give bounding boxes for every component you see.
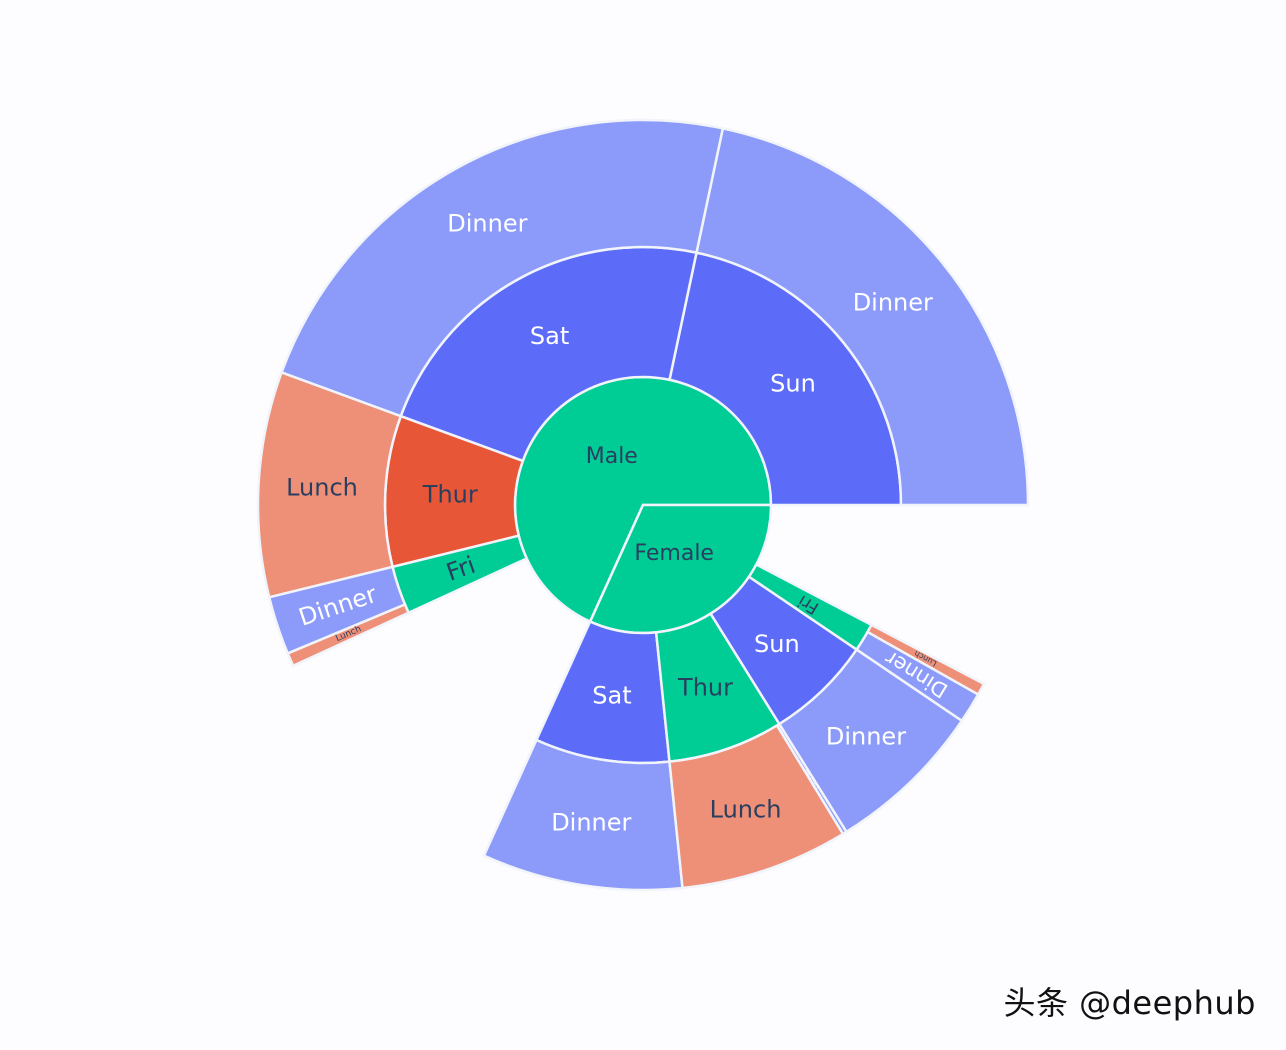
sex-female-day-sat-time-dinner-segment[interactable] xyxy=(482,738,684,892)
sex-female-day-fri-time-lunch-segment[interactable] xyxy=(865,623,986,697)
sex-female-day-sat-segment[interactable] xyxy=(534,619,671,765)
sex-male-day-sun-time-dinner-segment[interactable] xyxy=(695,126,1030,507)
sex-male-day-fri-time-lunch-segment[interactable] xyxy=(286,602,411,668)
sex-male-day-sat-time-dinner-segment[interactable] xyxy=(279,118,725,418)
watermark-text: 头条 @deephub xyxy=(1003,984,1256,1022)
